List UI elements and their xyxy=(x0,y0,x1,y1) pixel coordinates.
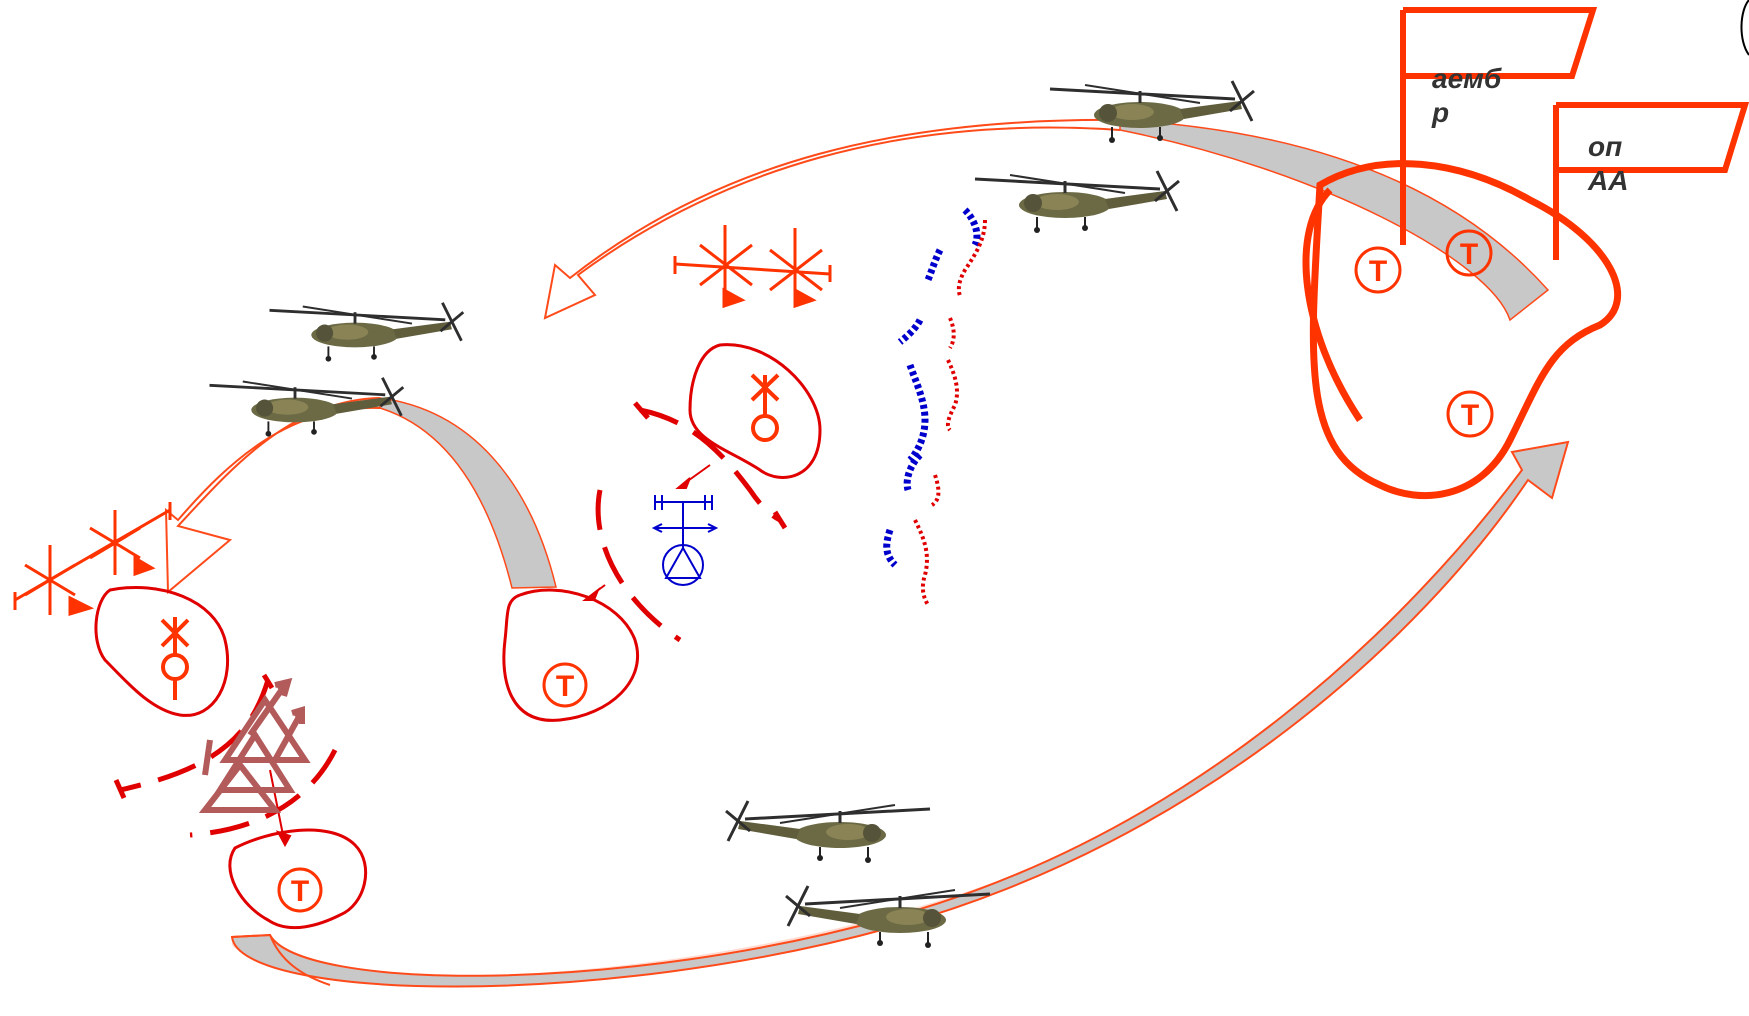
area-mid-t: Т xyxy=(502,588,639,722)
helicopter-icon xyxy=(724,799,932,865)
flag-aemb xyxy=(1400,7,1598,245)
route-bottom xyxy=(230,440,1570,988)
svg-text:Т: Т xyxy=(1460,238,1478,271)
boundary-ends xyxy=(113,401,788,800)
command-post-icon xyxy=(688,343,822,479)
edge-circle xyxy=(1740,0,1749,56)
flag-op-aa xyxy=(1553,102,1749,260)
flag-label-op-aa-line2: АА xyxy=(1588,165,1629,196)
main-area xyxy=(1302,160,1621,499)
command-post-icon xyxy=(94,585,230,717)
flag-label-op-aa-line1: оп xyxy=(1588,131,1623,162)
helicopter-icon xyxy=(208,376,405,439)
air-defense-icon xyxy=(651,495,719,586)
flag-label-op-aa: оп АА xyxy=(1588,130,1628,198)
helicopter-icon xyxy=(973,169,1181,235)
enemy-line xyxy=(913,219,987,607)
t-symbol-3: Т xyxy=(1446,390,1494,438)
flag-label-aemb: аемб р xyxy=(1432,62,1501,130)
radar-icon xyxy=(673,225,832,309)
friendly-line xyxy=(883,207,981,568)
t-symbol-1: Т xyxy=(1354,246,1402,294)
flag-label-aemb-line2: р xyxy=(1432,97,1450,128)
route-left xyxy=(164,397,557,595)
fire-arrows xyxy=(269,464,711,848)
svg-text:Т: Т xyxy=(556,670,574,703)
svg-text:Т: Т xyxy=(1369,255,1387,288)
helicopter-icon xyxy=(268,301,465,364)
area-bottom-t: Т xyxy=(228,828,368,930)
t-symbol-2: Т xyxy=(1445,229,1493,277)
boundary-line xyxy=(119,407,782,838)
flag-label-aemb-line1: аемб xyxy=(1432,63,1502,94)
svg-text:Т: Т xyxy=(1461,399,1479,432)
sam-icon xyxy=(198,677,311,813)
radar-icon xyxy=(13,502,172,617)
route-top xyxy=(543,118,1550,322)
svg-text:Т: Т xyxy=(291,875,309,908)
